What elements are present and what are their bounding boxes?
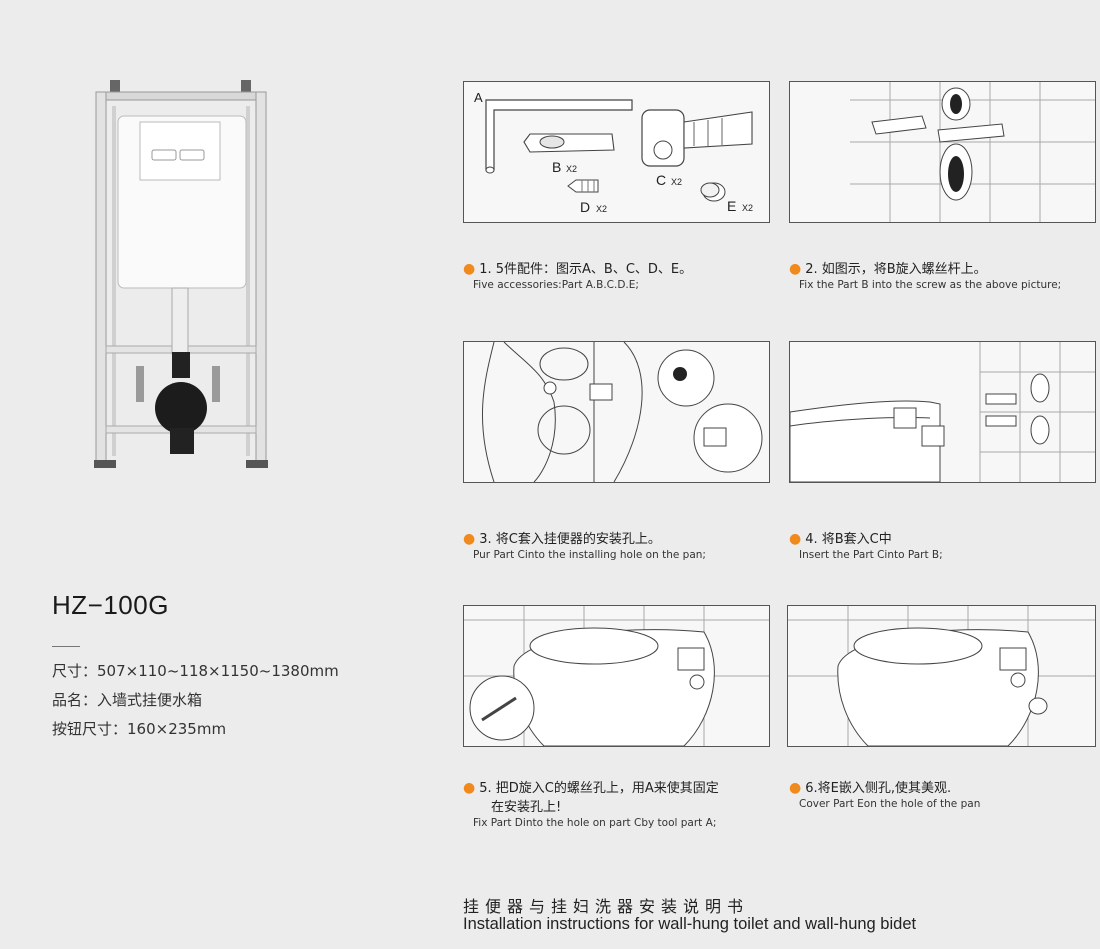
- model-title: HZ−100G: [52, 590, 169, 620]
- part-b-qty: X2: [566, 164, 577, 174]
- step-3-illustration: [463, 341, 770, 483]
- step-4-en: Insert the Part Cinto Part B;: [799, 549, 943, 561]
- product-image: [88, 76, 273, 472]
- bullet-dot: ●: [463, 261, 476, 277]
- part-d-qty: X2: [596, 204, 607, 214]
- step-3-caption: ●3. 将C套入挂便器的安装孔上。 Pur Part Cinto the ins…: [463, 528, 706, 561]
- spec-button-size: 按钮尺寸：160×235mm: [52, 720, 227, 738]
- footer-title-en: Installation instructions for wall-hung …: [463, 915, 917, 933]
- footer-title-cn: 挂便器与挂妇洗器安装说明书: [463, 897, 750, 916]
- step-6-en: Cover Part Eon the hole of the pan: [799, 798, 981, 810]
- step-5-illustration: [463, 605, 770, 747]
- part-e-qty: X2: [742, 203, 753, 213]
- part-c-label: C: [656, 172, 666, 188]
- bullet-dot: ●: [789, 261, 802, 277]
- step-5-cn-line2: 在安装孔上!: [491, 800, 562, 815]
- bullet-dot: ●: [463, 531, 476, 547]
- part-e-label: E: [727, 198, 736, 214]
- step-2-caption: ●2. 如图示，将B旋入螺丝杆上。 Fix the Part B into th…: [789, 258, 1061, 291]
- step-1-cn: 1. 5件配件：图示A、B、C、D、E。: [479, 262, 693, 277]
- part-c-qty: X2: [671, 177, 682, 187]
- step-6-cn: 6.将E嵌入侧孔,使其美观.: [805, 781, 952, 796]
- step-5-cn: 5. 把D旋入C的螺丝孔上，用A来使其固定: [479, 781, 719, 796]
- step-4-cn: 4. 将B套入C中: [805, 532, 892, 547]
- step-2-en: Fix the Part B into the screw as the abo…: [799, 279, 1062, 291]
- step-6-illustration: [787, 605, 1096, 747]
- spec-size: 尺寸：507×110~118×1150~1380mm: [52, 662, 339, 680]
- step-5-en: Fix Part Dinto the hole on part Cby tool…: [473, 817, 717, 829]
- step-4-illustration: [789, 341, 1096, 483]
- part-a-label: A: [474, 90, 483, 105]
- step-2-illustration: [789, 81, 1096, 223]
- step-1-caption: ●1. 5件配件：图示A、B、C、D、E。 Five accessories:P…: [463, 258, 692, 291]
- step-3-en: Pur Part Cinto the installing hole on th…: [473, 549, 706, 561]
- title-divider: [52, 646, 80, 647]
- part-d-label: D: [580, 199, 590, 215]
- step-1-en: Five accessories:Part A.B.C.D.E;: [473, 279, 639, 291]
- bullet-dot: ●: [463, 780, 476, 796]
- bullet-dot: ●: [789, 531, 802, 547]
- part-b-label: B: [552, 159, 561, 175]
- step-5-caption: ●5. 把D旋入C的螺丝孔上，用A来使其固定 在安装孔上! Fix Part D…: [463, 777, 719, 829]
- spec-product-name: 品名：入墙式挂便水箱: [52, 691, 203, 709]
- step-6-caption: ●6.将E嵌入侧孔,使其美观. Cover Part Eon the hole …: [789, 777, 980, 810]
- step-4-caption: ●4. 将B套入C中 Insert the Part Cinto Part B;: [789, 528, 943, 561]
- step-2-cn: 2. 如图示，将B旋入螺丝杆上。: [805, 262, 987, 277]
- bullet-dot: ●: [789, 780, 802, 796]
- step-1-illustration: A B X2 C X2 D X2 E X2: [463, 81, 770, 223]
- step-3-cn: 3. 将C套入挂便器的安装孔上。: [479, 532, 661, 547]
